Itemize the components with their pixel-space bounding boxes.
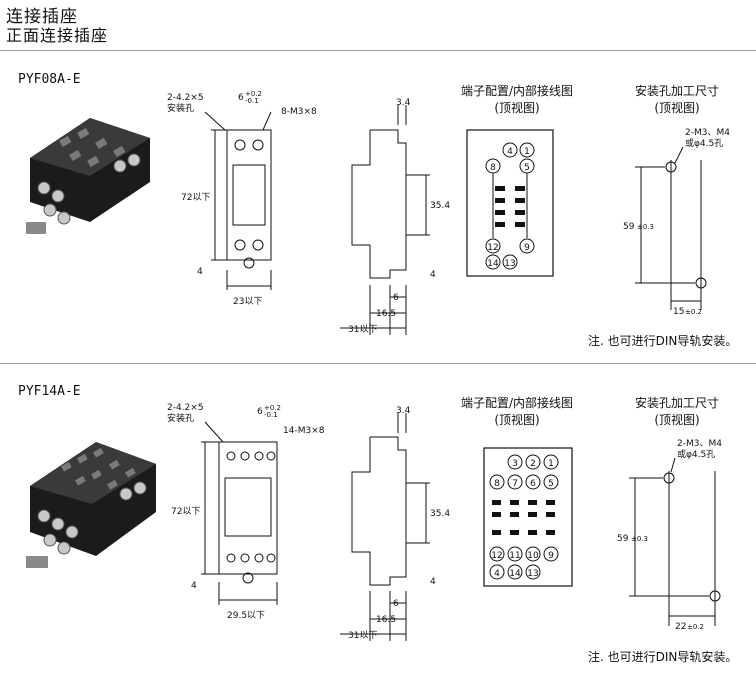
- mount-hole-label: 安装孔: [167, 412, 194, 424]
- hole-spec: 2-M3、M4: [677, 439, 722, 449]
- terminal-label: 4: [507, 147, 513, 157]
- terminal-label: 3: [512, 459, 518, 469]
- terminal-diagram: 3 2 1 8 7 6 5 12 11 10 9 4 14 13: [483, 447, 573, 587]
- hole-spec: 2-M3、M4: [685, 128, 730, 138]
- terminal-label: 5: [548, 479, 554, 489]
- hole-spec2: 或φ4.5孔: [685, 137, 723, 149]
- terminal-title: 端子配置/内部接线图(顶视图): [460, 84, 574, 115]
- tol-w-minus: -0.1: [264, 411, 278, 419]
- din-note: 注. 也可进行DIN导轨安装。: [588, 334, 738, 348]
- side-c-dim: 31以下: [348, 325, 377, 335]
- screw-dim: 8-M3×8: [281, 107, 317, 117]
- tol-w-plus: +0.2: [264, 404, 281, 412]
- page-title: 连接插座: [6, 7, 78, 27]
- mount-hole-label: 安装孔: [167, 102, 194, 114]
- hole-diagram: 2-M3、M4 或φ4.5孔 59 ±0.3 15 ±0.2: [623, 128, 730, 317]
- tol-w-minus: -0.1: [245, 97, 259, 105]
- terminal-label: 12: [487, 243, 498, 253]
- terminal-label: 5: [524, 163, 530, 173]
- terminal-label: 8: [494, 479, 500, 489]
- terminal-label: 12: [491, 551, 502, 561]
- terminal-label: 6: [530, 479, 536, 489]
- side-low-dim: 4: [430, 577, 436, 587]
- terminal-label: 14: [487, 259, 499, 269]
- width-dim: 23以下: [233, 297, 262, 307]
- din-note: 注. 也可进行DIN导轨安装。: [588, 650, 738, 664]
- hole-pitch-h-tol: ±0.2: [685, 308, 702, 316]
- side-top-dim: 3.4: [396, 98, 411, 108]
- tol-w-plus: +0.2: [245, 90, 262, 98]
- side-top-dim: 3.4: [396, 406, 411, 416]
- terminal-label: 7: [512, 479, 518, 489]
- terminal-title: 端子配置/内部接线图(顶视图): [460, 396, 574, 427]
- mount-hole-dim: 2-4.2×5: [167, 403, 204, 413]
- model-name: PYF08A-E: [18, 72, 81, 87]
- side-b-dim: 16.5: [376, 615, 396, 625]
- bottom-dim: 4: [191, 581, 197, 591]
- terminal-label: 10: [527, 551, 539, 561]
- terminal-label: 11: [509, 551, 520, 561]
- terminal-label: 8: [490, 163, 496, 173]
- hole-title: 安装孔加工尺寸(顶视图): [634, 84, 719, 115]
- terminal-label: 13: [504, 259, 515, 269]
- page-subtitle: 正面连接插座: [6, 26, 109, 45]
- divider-middle: [0, 363, 756, 364]
- height-dim: 72以下: [181, 193, 210, 203]
- model-name: PYF14A-E: [18, 384, 81, 399]
- terminal-label: 9: [524, 243, 530, 253]
- side-b-dim: 16.5: [376, 309, 396, 319]
- side-a-dim: 6: [393, 599, 399, 609]
- front-view-drawing: 2-4.2×5 安装孔 6 +0.2 -0.1 14-M3×8 72以下 4 2…: [167, 403, 325, 621]
- product-photo: [26, 118, 150, 234]
- tol-w-base: 6: [238, 93, 244, 103]
- hole-pitch-v-tol: ±0.3: [631, 535, 648, 543]
- side-low-dim: 4: [430, 270, 436, 280]
- hole-title: 安装孔加工尺寸(顶视图): [634, 396, 719, 427]
- side-mid-dim: 35.4: [430, 509, 450, 519]
- side-a-dim: 6: [393, 293, 399, 303]
- terminal-label: 14: [509, 569, 521, 579]
- hole-pitch-h: 22: [675, 622, 686, 632]
- hole-pitch-h-tol: ±0.2: [687, 623, 704, 631]
- side-mid-dim: 35.4: [430, 201, 450, 211]
- screw-dim: 14-M3×8: [283, 426, 325, 436]
- front-view-drawing: 2-4.2×5 安装孔 6 +0.2 -0.1 8-M3×8 72以下 4 23…: [167, 90, 317, 307]
- terminal-label: 1: [524, 147, 530, 157]
- terminal-label: 2: [530, 459, 536, 469]
- tol-w-base: 6: [257, 407, 263, 417]
- bottom-dim: 4: [197, 267, 203, 277]
- terminal-label: 1: [548, 459, 554, 469]
- hole-spec2: 或φ4.5孔: [677, 448, 715, 460]
- width-dim: 29.5以下: [227, 611, 265, 621]
- terminal-label: 4: [494, 569, 500, 579]
- terminal-label: 13: [527, 569, 538, 579]
- hole-pitch-v: 59: [623, 222, 635, 232]
- mount-hole-dim: 2-4.2×5: [167, 93, 204, 103]
- hole-pitch-v-tol: ±0.3: [637, 223, 654, 231]
- hole-pitch-v: 59: [617, 534, 629, 544]
- hole-pitch-h: 15: [673, 307, 684, 317]
- hole-diagram: 2-M3、M4 或φ4.5孔 59 ±0.3 22 ±0.2: [617, 439, 722, 632]
- terminal-diagram: 4 1 8 5 12 9 14 13: [466, 129, 554, 277]
- terminal-label: 9: [548, 551, 554, 561]
- product-photo: [26, 442, 156, 568]
- side-c-dim: 31以下: [348, 631, 377, 641]
- side-view-drawing: 3.4 35.4 4 6 16.5 31以下: [340, 406, 450, 641]
- side-view-drawing: 3.4 35.4 4 6 16.5 31以下: [340, 98, 450, 335]
- divider-top: [0, 50, 756, 51]
- height-dim: 72以下: [171, 507, 200, 517]
